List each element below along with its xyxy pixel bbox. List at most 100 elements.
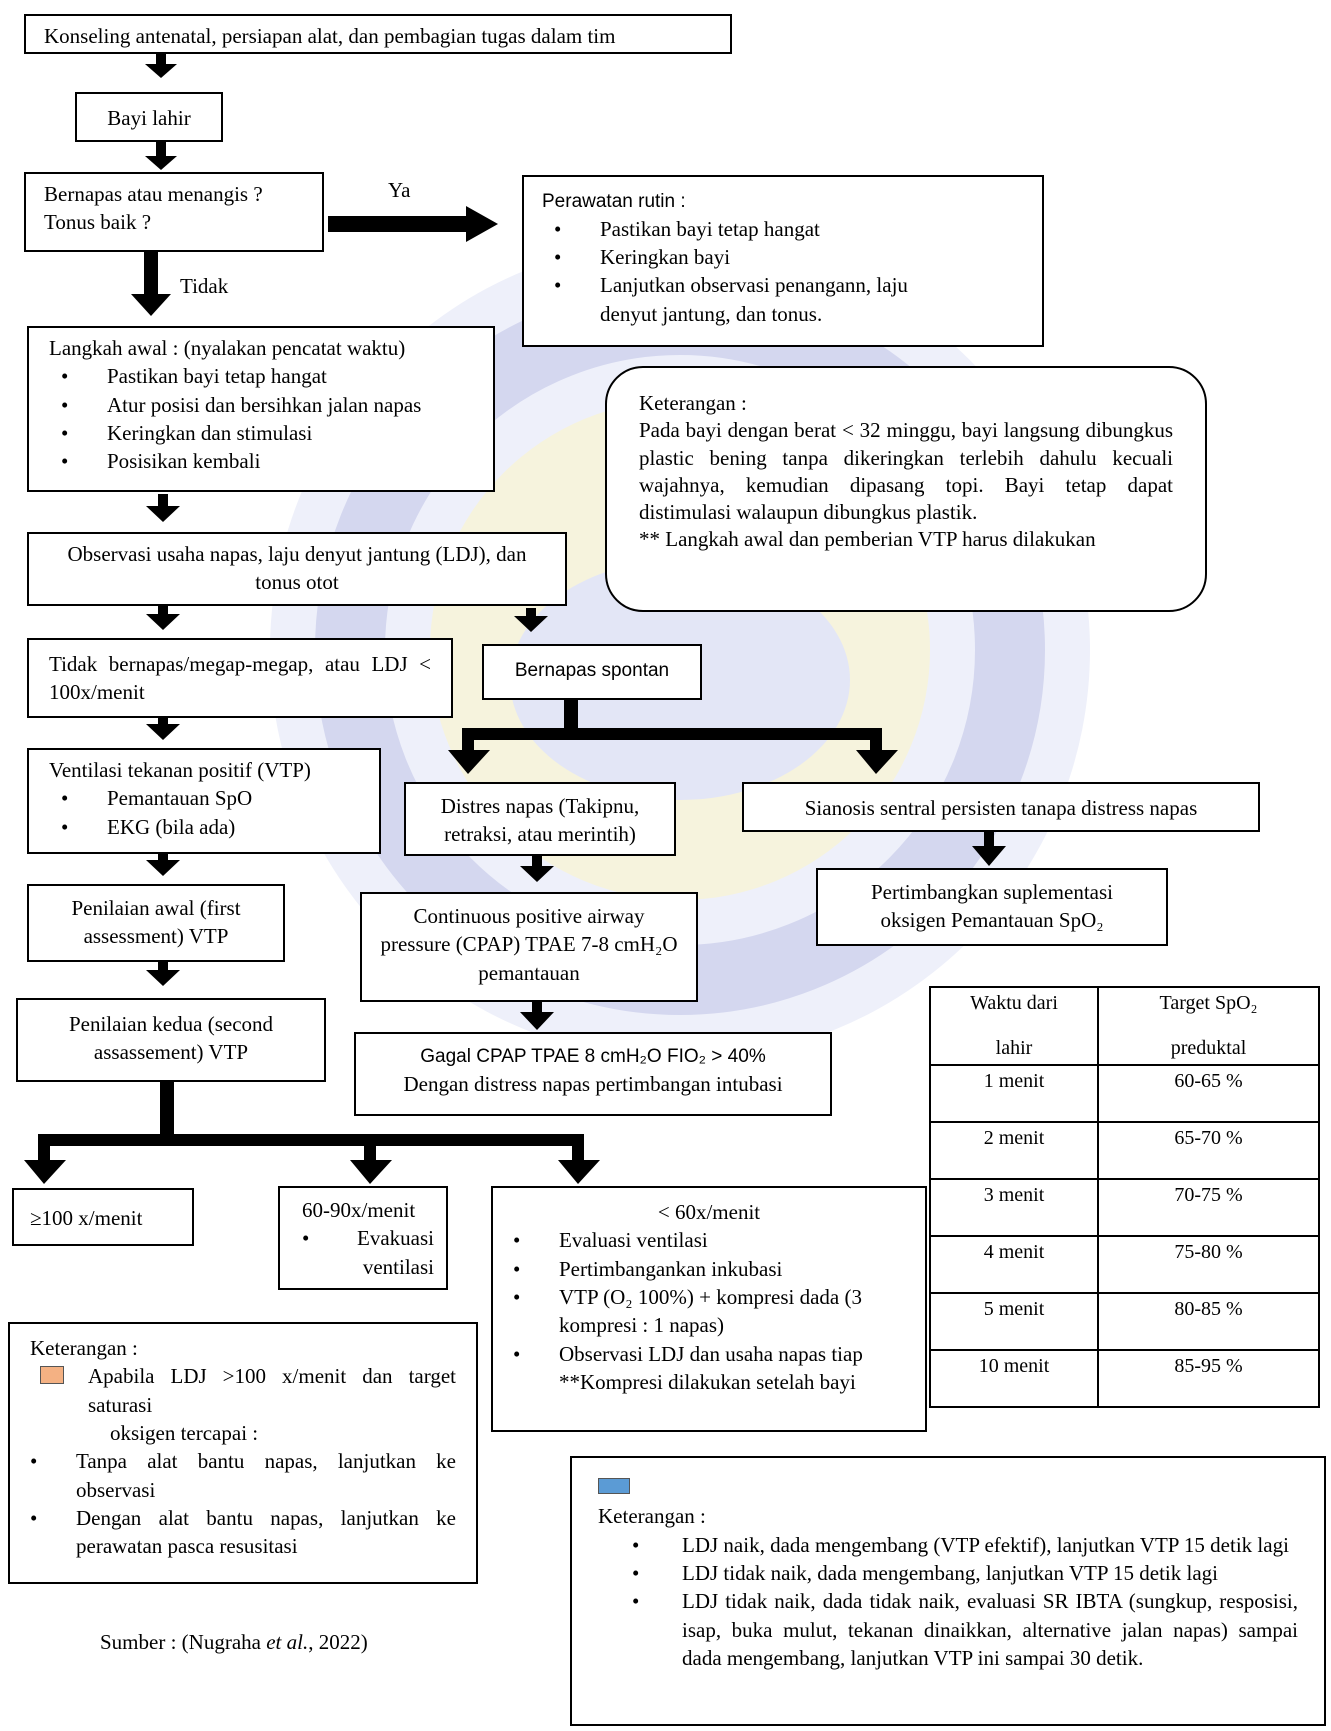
initial-item: Posisikan kembali	[61, 447, 481, 476]
lt60-item: Observasi LDJ dan usaha napas tiap	[513, 1340, 905, 1369]
source-suffix: , 2022)	[308, 1630, 368, 1654]
cyanosis-text: Sianosis sentral persisten tanapa distre…	[804, 796, 1198, 820]
table-cell-time: 2 menit	[929, 1121, 1099, 1180]
second-assessment-text: Penilaian kedua (second assassement) VTP	[68, 1012, 274, 1065]
table-cell-target: 65-70 %	[1097, 1121, 1320, 1180]
legend-right-list: LDJ naik, dada mengembang (VTP efektif),…	[598, 1531, 1298, 1673]
legend-right-item: LDJ naik, dada mengembang (VTP efektif),…	[632, 1531, 1298, 1560]
initial-steps-box: Langkah awal : (nyalakan pencatat waktu)…	[27, 326, 495, 492]
supplement-box: Pertimbangkan suplementasi oksigen Peman…	[816, 868, 1168, 946]
b6090-box: 60-90x/menit Evakuasi ventilasi	[278, 1186, 448, 1290]
b6090-list: Evakuasi ventilasi	[292, 1224, 434, 1281]
start-text: Konseling antenatal, persiapan alat, dan…	[44, 24, 616, 48]
ge100-text: ≥100 x/menit	[30, 1206, 143, 1230]
no-label: Tidak	[180, 274, 229, 298]
table-cell-time: 4 menit	[929, 1235, 1099, 1294]
table-header-row: Waktu dari lahir Target SpO₂ preduktal	[929, 986, 1320, 1066]
distress-box: Distres napas (Takipnu, retraksi, atau m…	[404, 782, 676, 856]
born-text: Bayi lahir	[107, 106, 191, 130]
legend-left-swatch-text: Apabila LDJ >100 x/menit dan target satu…	[88, 1364, 456, 1417]
vtp-title: Ventilasi tekanan positif (VTP)	[49, 758, 311, 782]
top-note-text: Pada bayi dengan berat < 32 minggu, bayi…	[639, 418, 1173, 525]
lt60-list: Evaluasi ventilasi Pertimbangankan inkub…	[513, 1226, 905, 1368]
table-cell-time: 10 menit	[929, 1349, 1099, 1408]
lt60-box: < 60x/menit Evaluasi ventilasi Pertimban…	[491, 1186, 927, 1432]
legend-right-item: LDJ tidak naik, dada mengembang, lanjutk…	[632, 1559, 1298, 1588]
orange-swatch-icon	[40, 1366, 64, 1385]
lt60-item: Pertimbangankan inkubasi	[513, 1255, 905, 1284]
observe-box: Observasi usaha napas, laju denyut jantu…	[27, 532, 567, 606]
distress-text: Distres napas (Takipnu, retraksi, atau m…	[440, 794, 640, 847]
table-header-time: Waktu dari lahir	[929, 986, 1099, 1066]
legend-left-list: Tanpa alat bantu napas, lanjutkan ke obs…	[30, 1447, 456, 1560]
cpap-fail-line2: Dengan distress napas pertimbangan intub…	[403, 1071, 783, 1096]
first-assessment-text: Penilaian awal (first assessment) VTP	[71, 896, 241, 949]
source-prefix: Sumber : (Nugraha	[100, 1630, 267, 1654]
lt60-note: **Kompresi dilakukan setelah bayi	[559, 1370, 856, 1395]
legend-left-item: Tanpa alat bantu napas, lanjutkan ke obs…	[30, 1447, 456, 1504]
cyanosis-box: Sianosis sentral persisten tanapa distre…	[742, 782, 1260, 832]
routine-item: Keringkan bayi	[554, 243, 1024, 272]
b6090-item: Evakuasi ventilasi	[302, 1224, 434, 1281]
not-breathing-text: Tidak bernapas/megap-megap, atau LDJ < 1…	[49, 652, 431, 705]
source-citation: Sumber : (Nugraha et al., 2022)	[100, 1630, 368, 1655]
table-cell-target: 60-65 %	[1097, 1064, 1320, 1123]
yes-label: Ya	[388, 178, 411, 202]
table-cell-time: 3 menit	[929, 1178, 1099, 1237]
vtp-box: Ventilasi tekanan positif (VTP) Pemantau…	[27, 748, 381, 854]
table-header-time-line2: lahir	[995, 1037, 1033, 1059]
vtp-item: EKG (bila ada)	[61, 813, 367, 842]
start-box: Konseling antenatal, persiapan alat, dan…	[24, 14, 732, 54]
cpap-fail-line1: Gagal CPAP TPAE 8 cmH₂O FIO₂ > 40%	[420, 1046, 766, 1067]
top-note-title: Keterangan :	[639, 391, 747, 415]
routine-item: Lanjutkan observasi penangann, laju deny…	[554, 271, 1024, 328]
spontaneous-box: Bernapas spontan	[482, 644, 702, 700]
cpap-text: Continuous positive airway pressure (CPA…	[380, 904, 678, 985]
table-cell-target: 80-85 %	[1097, 1292, 1320, 1351]
spontaneous-text: Bernapas spontan	[514, 660, 670, 681]
initial-title: Langkah awal : (nyalakan pencatat waktu)	[49, 336, 406, 360]
table-header-time-line1: Waktu dari	[970, 992, 1058, 1014]
question-line1: Bernapas atau menangis ?	[44, 182, 263, 206]
table-cell-target: 85-95 %	[1097, 1349, 1320, 1408]
legend-left-title: Keterangan :	[30, 1336, 138, 1360]
legend-right-box: Keterangan : LDJ naik, dada mengembang (…	[570, 1456, 1326, 1726]
table-cell-target: 70-75 %	[1097, 1178, 1320, 1237]
first-assessment-box: Penilaian awal (first assessment) VTP	[27, 884, 285, 962]
legend-left-item: Dengan alat bantu napas, lanjutkan ke pe…	[30, 1504, 456, 1561]
initial-item: Atur posisi dan bersihkan jalan napas	[61, 391, 481, 420]
lt60-title: < 60x/menit	[657, 1200, 761, 1224]
table-header-target-line2: preduktal	[1170, 1037, 1247, 1059]
initial-list: Pastikan bayi tetap hangat Atur posisi d…	[49, 362, 481, 476]
table-cell-target: 75-80 %	[1097, 1235, 1320, 1294]
top-note-box: Keterangan : Pada bayi dengan berat < 32…	[605, 366, 1207, 612]
b6090-title: 60-90x/menit	[302, 1198, 416, 1222]
ge100-box: ≥100 x/menit	[12, 1188, 194, 1246]
lt60-item: VTP (O₂ 100%) + kompresi dada (3 kompres…	[513, 1283, 905, 1340]
table-cell-time: 5 menit	[929, 1292, 1099, 1351]
question-box: Bernapas atau menangis ? Tonus baik ?	[24, 172, 324, 252]
initial-item: Pastikan bayi tetap hangat	[61, 362, 481, 391]
initial-item: Keringkan dan stimulasi	[61, 419, 481, 448]
vtp-item: Pemantauan SpO	[61, 784, 367, 813]
cpap-fail-box: Gagal CPAP TPAE 8 cmH₂O FIO₂ > 40% Denga…	[354, 1032, 832, 1116]
observe-text: Observasi usaha napas, laju denyut jantu…	[67, 542, 527, 595]
legend-left-box: Keterangan : Apabila LDJ >100 x/menit da…	[8, 1322, 478, 1584]
second-assessment-box: Penilaian kedua (second assassement) VTP	[16, 998, 326, 1082]
source-italic: et al.	[266, 1630, 309, 1654]
routine-care-box: Perawatan rutin : Pastikan bayi tetap ha…	[522, 175, 1044, 347]
legend-right-title: Keterangan :	[598, 1504, 706, 1529]
born-box: Bayi lahir	[75, 92, 223, 142]
supplement-text: Pertimbangkan suplementasi oksigen Peman…	[870, 880, 1114, 933]
not-breathing-box: Tidak bernapas/megap-megap, atau LDJ < 1…	[27, 638, 453, 718]
cpap-box: Continuous positive airway pressure (CPA…	[360, 892, 698, 1002]
routine-title: Perawatan rutin :	[542, 191, 686, 212]
lt60-item: Evaluasi ventilasi	[513, 1226, 905, 1255]
table-header-target: Target SpO₂ preduktal	[1097, 986, 1320, 1066]
routine-item: Pastikan bayi tetap hangat	[554, 215, 1024, 244]
